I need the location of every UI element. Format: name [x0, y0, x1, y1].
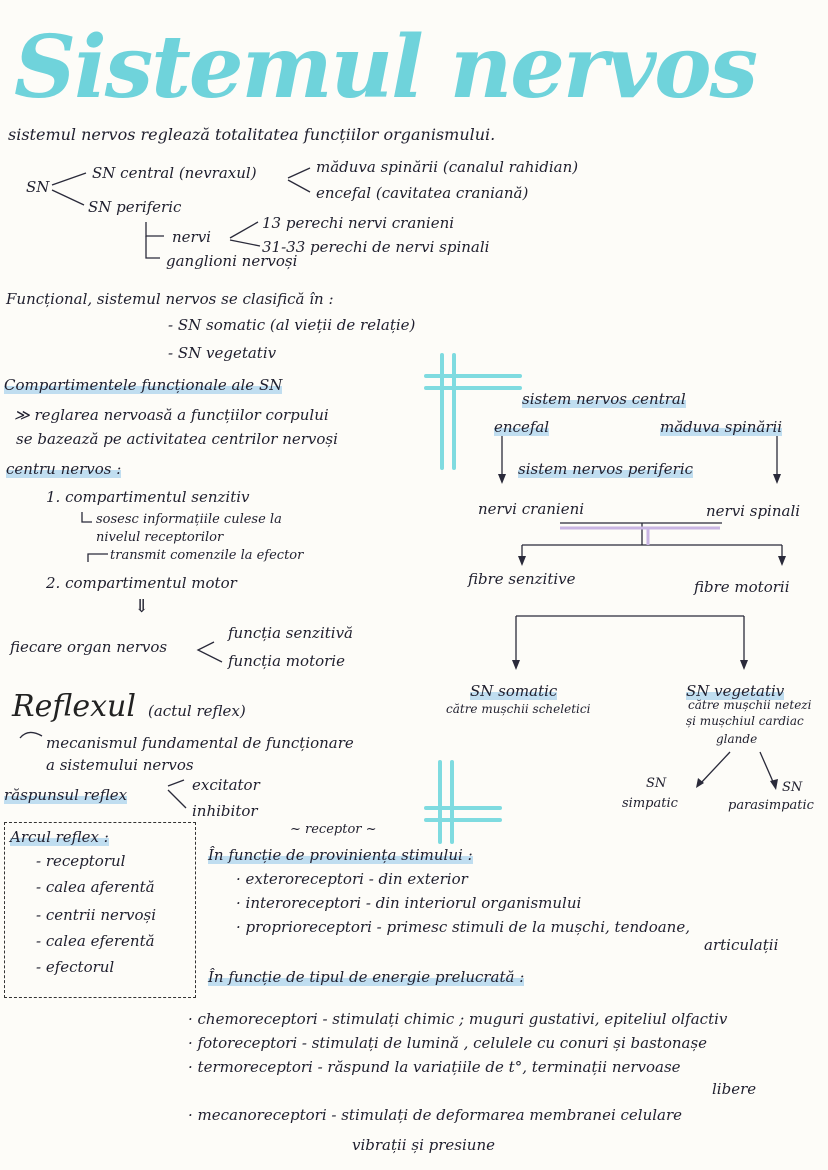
reflex-subtitle: (actul reflex)	[148, 702, 246, 720]
functional-somatic: - SN somatic (al vieții de relație)	[168, 316, 416, 334]
arc-receptor: - receptorul	[36, 852, 126, 870]
provenance-heading: În funcție de proviniența stimului :	[208, 846, 473, 864]
diagram-parasympathetic-sn: SN	[782, 780, 803, 795]
diagram-parasympathetic: parasimpatic	[728, 798, 814, 813]
reflex-excitatory: excitator	[192, 776, 260, 794]
diagram-sympathetic-sn: SN	[646, 776, 667, 791]
compartments-note-1: ≫ reglarea nervoasă a funcțiilor corpulu…	[14, 406, 329, 424]
diagram-pns: sistem nervos periferic	[518, 460, 694, 478]
compartment-sensory: 1. compartimentul senzitiv	[46, 488, 250, 506]
sn-peripheral: SN periferic	[88, 198, 182, 216]
reflex-arc-box	[4, 822, 196, 998]
diagram-sympathetic: simpatic	[622, 796, 678, 811]
diagram-somatic: SN somatic	[470, 682, 558, 700]
organ-sensory: funcția senzitivă	[228, 624, 353, 642]
reflex-definition-1: mecanismul fundamental de funcționare	[46, 734, 354, 752]
functional-vegetative: - SN vegetativ	[168, 344, 277, 362]
spinal-nerves-count: 31-33 perechi de nervi spinali	[262, 238, 490, 256]
reflex-title: Reflexul	[12, 689, 136, 724]
compartment-motor: 2. compartimentul motor	[46, 574, 237, 592]
photoreceptors: · fotoreceptori - stimulați de lumină , …	[188, 1034, 708, 1052]
diagram-brain: encefal	[494, 418, 550, 436]
thermoreceptors-tail: libere	[712, 1080, 757, 1098]
sn-central-brain: encefal (cavitatea craniană)	[316, 184, 529, 202]
intro-text: sistemul nervos reglează totalitatea fun…	[8, 125, 496, 144]
sensory-sub-2: transmit comenzile la efector	[110, 548, 304, 563]
ganglia: ganglioni nervoși	[166, 252, 298, 270]
diagram-cns: sistem nervos central	[522, 390, 686, 408]
proprioreceptors: · proprioreceptori - primesc stimuli de …	[236, 918, 690, 936]
energy-heading: În funcție de tipul de energie prelucrat…	[208, 968, 525, 986]
reflex-definition-2: a sistemului nervos	[46, 756, 194, 774]
compartments-heading: Compartimentele funcționale ale SN	[4, 376, 283, 394]
arc-efferent: - calea eferentă	[36, 932, 155, 950]
reflex-arc-heading: Arcul reflex :	[10, 828, 109, 846]
compartments-note-2: se bazează pe activitatea centrilor nerv…	[16, 430, 338, 448]
thermoreceptors: · termoreceptori - răspund la variațiile…	[188, 1058, 681, 1076]
diagram-motor-fibers: fibre motorii	[694, 578, 790, 596]
center-label: centru nervos :	[6, 460, 122, 478]
sn-nerves: nervi	[172, 228, 211, 246]
diagram-vegetative: SN vegetativ	[686, 682, 785, 700]
organ-motor: funcția motorie	[228, 652, 345, 670]
sn-central: SN central (nevraxul)	[92, 164, 257, 182]
diagram-vegetative-desc-3: glande	[716, 732, 758, 746]
organ-label: fiecare organ nervos	[10, 638, 168, 656]
diagram-cranial: nervi cranieni	[478, 500, 585, 518]
diagram-vegetative-desc-1: către mușchii netezi	[688, 698, 812, 712]
receptor-heading: ~ receptor ~	[290, 822, 377, 837]
interoreceptors: · interoreceptori - din interiorul organ…	[236, 894, 582, 912]
chemoreceptors: · chemoreceptori - stimulați chimic ; mu…	[188, 1010, 728, 1028]
sensory-sub-1b: nivelul receptorilor	[96, 530, 224, 545]
sn-root: SN	[26, 178, 50, 196]
down-double-arrow: ⇓	[134, 596, 150, 617]
arc-effector: - efectorul	[36, 958, 115, 976]
reflex-response: răspunsul reflex	[4, 786, 128, 804]
diagram-spinal-cord: măduva spinării	[660, 418, 783, 436]
arc-centers: - centrii nervoși	[36, 906, 157, 924]
reflex-inhibitory: inhibitor	[192, 802, 258, 820]
functional-heading: Funcțional, sistemul nervos se clasifică…	[6, 290, 334, 308]
sn-central-spinal: măduva spinării (canalul rahidian)	[316, 158, 579, 176]
cranial-nerves-count: 13 perechi nervi cranieni	[262, 214, 455, 232]
diagram-spinal: nervi spinali	[706, 502, 801, 520]
sensory-sub-1: sosesc informațiile culese la	[96, 512, 282, 527]
diagram-vegetative-desc-2: și mușchiul cardiac	[686, 714, 804, 728]
exteroreceptors: · exteroreceptori - din exterior	[236, 870, 468, 888]
proprioreceptors-tail: articulații	[704, 936, 779, 954]
arc-afferent: - calea aferentă	[36, 878, 155, 896]
diagram-sensory-fibers: fibre senzitive	[468, 570, 576, 588]
page-title: Sistemul nervos	[14, 17, 758, 118]
mechanoreceptors-tail: vibrații și presiune	[352, 1136, 495, 1154]
mechanoreceptors: · mecanoreceptori - stimulați de deforma…	[188, 1106, 683, 1124]
diagram-somatic-desc: către mușchii scheletici	[446, 702, 591, 716]
